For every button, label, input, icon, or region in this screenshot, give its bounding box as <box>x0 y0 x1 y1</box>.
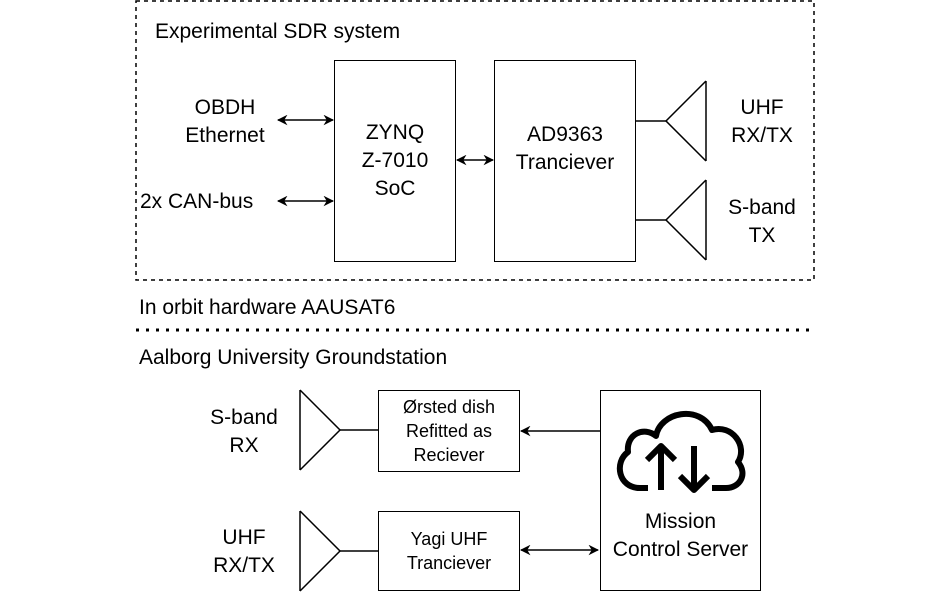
sdr-system-boundary <box>135 0 815 281</box>
orsted-dish-block: Ørsted dish Refitted as Reciever <box>378 390 520 472</box>
sdr-system-title: Experimental SDR system <box>155 20 401 43</box>
cloud-upload-download-icon <box>617 410 746 493</box>
mission-control-server-block: Mission Control Server <box>600 390 761 591</box>
uhf-ground-antenna-icon <box>299 510 378 592</box>
can-bus-label: 2x CAN-bus <box>140 190 254 213</box>
ad9363-transceiver-block: AD9363 Tranciever <box>494 60 636 262</box>
orbit-hardware-label: In orbit hardware AAUSAT6 <box>139 296 396 319</box>
groundstation-title: Aalborg University Groundstation <box>139 346 448 369</box>
yagi-uhf-block: Yagi UHF Tranciever <box>378 511 520 591</box>
sband-tx-antenna-icon <box>636 179 707 261</box>
zynq-soc-block: ZYNQ Z-7010 SoC <box>334 60 456 262</box>
sband-rx-antenna-icon <box>299 389 378 471</box>
uhf-antenna-icon <box>636 80 707 162</box>
